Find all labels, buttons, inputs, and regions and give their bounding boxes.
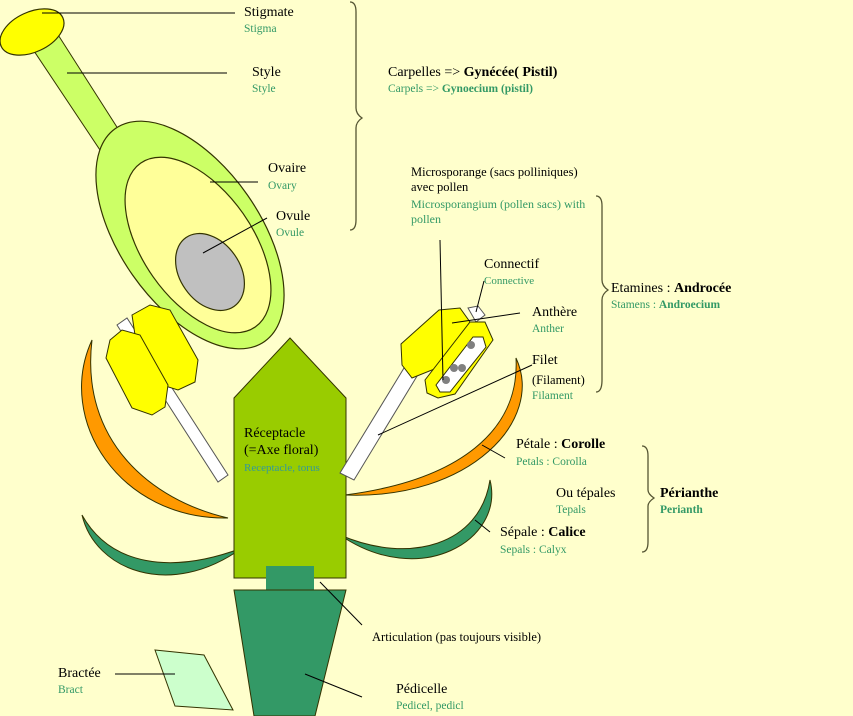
petal-left (81, 339, 229, 519)
sepal-left (81, 514, 243, 576)
label-anther-en: Anther (532, 323, 564, 335)
label-etamines-plain: Etamines : (611, 281, 674, 296)
label-pedicelle: Pédicelle (396, 682, 448, 697)
label-petale: Pétale : Corolle (516, 436, 605, 453)
pointer-ovule (202, 217, 268, 254)
label-microsporange-line1: Microsporange (sacs polliniques) (411, 165, 578, 179)
label-androecium-en: Androecium (658, 299, 721, 311)
label-anthere: Anthère (532, 305, 578, 320)
label-stamens-en-plain: Stamens : (611, 299, 659, 311)
label-ovule-en: Ovule (276, 227, 305, 239)
brace-perianth (641, 445, 656, 553)
label-ovary-en: Ovary (268, 180, 297, 192)
label-carpels-en-plain: Carpels => (388, 83, 442, 95)
pollen-grain (442, 376, 450, 384)
pollen-grain (467, 341, 475, 349)
stigma-part (0, 8, 65, 56)
pointer-articulation (319, 581, 363, 626)
label-bract-en: Bract (58, 684, 83, 696)
label-receptacle-en: Receptacle, torus (244, 462, 320, 474)
label-microsporangium-en-line1: Microsporangium (pollen sacs) with (411, 197, 586, 211)
label-petals-en: Petals : Corolla (516, 456, 587, 468)
label-etamines: Etamines : Androcée (611, 280, 731, 297)
label-filament-en: Filament (532, 390, 573, 402)
label-receptacle: Réceptacle (=Axe floral) (244, 425, 318, 459)
label-petale-plain: Pétale : (516, 437, 562, 452)
label-receptacle-line1: Réceptacle (244, 426, 306, 441)
pointer-connective (475, 280, 485, 313)
label-sepals-en: Sepals : Calyx (500, 544, 567, 556)
pointer-sepal (474, 519, 491, 533)
pointer-filament (377, 364, 533, 436)
label-stigma-en: Stigma (244, 23, 277, 35)
pollen-grain (458, 364, 466, 372)
sepal-right (339, 479, 493, 560)
label-carpels-en: Carpels => Gynoecium (pistil) (388, 82, 533, 96)
anther-left-front (105, 329, 169, 416)
label-sepale-plain: Sépale : (500, 525, 549, 540)
brace-carpels (349, 1, 364, 231)
bract (154, 649, 234, 711)
label-connectif: Connectif (484, 257, 540, 272)
connective (467, 305, 486, 323)
label-carpelles: Carpelles => Gynécée( Pistil) (388, 64, 557, 81)
label-gynoecium-en: Gynoecium (pistil) (441, 83, 533, 95)
pointer-petal (481, 444, 506, 459)
label-microsporange: Microsporange (sacs polliniques)avec pol… (411, 165, 578, 195)
label-style-en: Style (252, 83, 276, 95)
label-bractee: Bractée (58, 666, 101, 681)
label-corolle: Corolle (561, 437, 606, 452)
label-ovaire: Ovaire (268, 161, 307, 176)
label-gynecee: Gynécée( Pistil) (463, 65, 558, 80)
pointer-lines (42, 12, 533, 698)
label-tepals-en: Tepals (556, 504, 586, 516)
label-carpelles-plain: Carpelles => (388, 65, 464, 80)
label-connective-en: Connective (484, 275, 535, 287)
label-ovule: Ovule (276, 209, 311, 224)
label-stamens-en: Stamens : Androecium (611, 298, 720, 312)
label-perianthe: Périanthe (660, 486, 719, 501)
pointer-microsporangium (439, 239, 444, 381)
pedicel (233, 566, 347, 716)
label-style: Style (252, 65, 281, 80)
label-stigmate: Stigmate (244, 5, 294, 20)
label-microsporangium-en-line2: pollen (411, 212, 441, 226)
label-androcee: Androcée (674, 281, 732, 296)
label-sepale: Sépale : Calice (500, 524, 586, 541)
label-articulation: Articulation (pas toujours visible) (372, 630, 542, 644)
pollen-grain (450, 364, 458, 372)
label-pedicel-en: Pedicel, pedicl (396, 700, 464, 712)
label-receptacle-line2: (=Axe floral) (244, 443, 319, 458)
label-perianth-en: Perianth (660, 504, 703, 516)
ovule-part (174, 232, 246, 312)
label-calice: Calice (548, 525, 586, 540)
brace-stamens (595, 195, 610, 393)
label-filament-fr: (Filament) (532, 373, 585, 387)
pointer-anther (451, 312, 521, 324)
label-filet: Filet (532, 353, 558, 368)
label-microsporange-line2: avec pollen (411, 180, 469, 194)
label-tepales: Ou tépales (556, 486, 616, 501)
pointer-pedicel (304, 673, 363, 698)
